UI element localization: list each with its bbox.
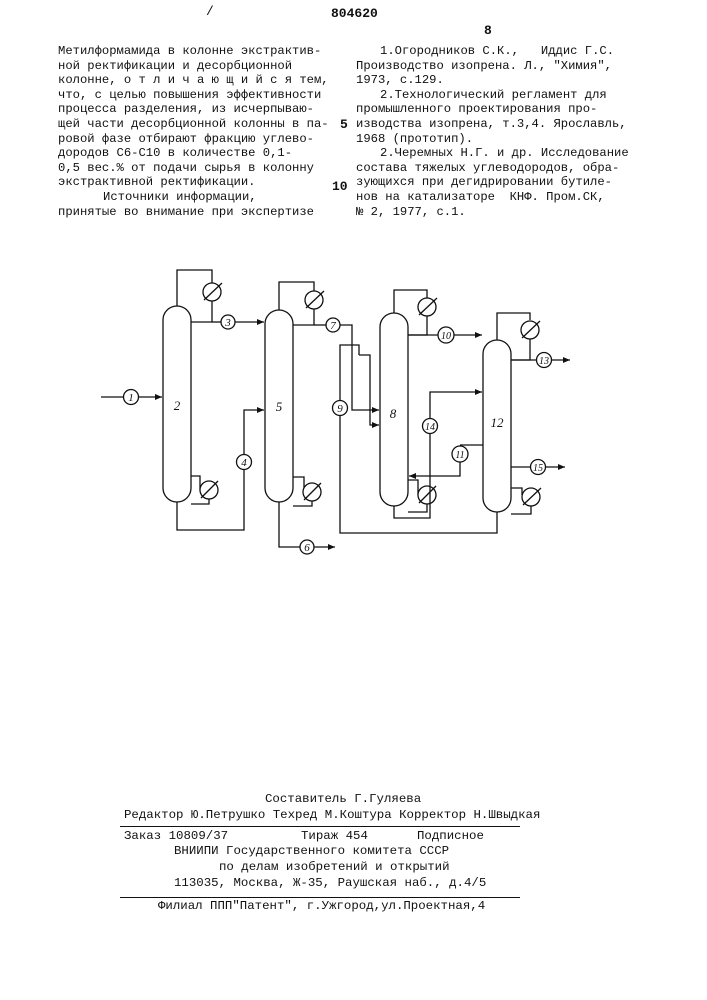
- stream-label-11: 11: [455, 450, 464, 461]
- imprint-circulation: Тираж 454: [301, 828, 368, 844]
- column-label-12: 12: [491, 415, 505, 430]
- imprint-org-2: по делам изобретений и открытий: [219, 859, 450, 875]
- stream-label-15: 15: [533, 463, 543, 474]
- stream-label-1: 1: [128, 392, 134, 404]
- imprint-compiler: Составитель Г.Гуляева: [265, 791, 421, 807]
- stream-label-6: 6: [304, 542, 310, 554]
- stream-label-7: 7: [330, 320, 336, 332]
- process-flow-diagram: 1 3 4 6 7 9 10 11 13 14 15 2 5 8 12: [0, 0, 707, 600]
- imprint-address: 113035, Москва, Ж-35, Раушская наб., д.4…: [174, 875, 486, 891]
- stream-label-9: 9: [337, 403, 343, 415]
- imprint-subscription: Подписное: [417, 828, 484, 844]
- column-label-5: 5: [276, 399, 283, 414]
- stream-label-14: 14: [425, 422, 435, 433]
- stream-label-10: 10: [441, 331, 451, 342]
- column-label-2: 2: [174, 398, 181, 413]
- imprint-branch: Филиал ППП"Патент", г.Ужгород,ул.Проектн…: [158, 898, 485, 914]
- stream-label-13: 13: [539, 356, 549, 367]
- imprint-order: Заказ 10809/37: [124, 828, 228, 844]
- column-label-8: 8: [390, 406, 397, 421]
- stream-label-4: 4: [241, 457, 247, 469]
- imprint-rule-top: [120, 826, 520, 827]
- stream-label-3: 3: [224, 317, 231, 329]
- imprint-editors: Редактор Ю.Петрушко Техред М.Коштура Кор…: [124, 807, 540, 823]
- imprint-org-1: ВНИИПИ Государственного комитета СССР: [174, 843, 449, 859]
